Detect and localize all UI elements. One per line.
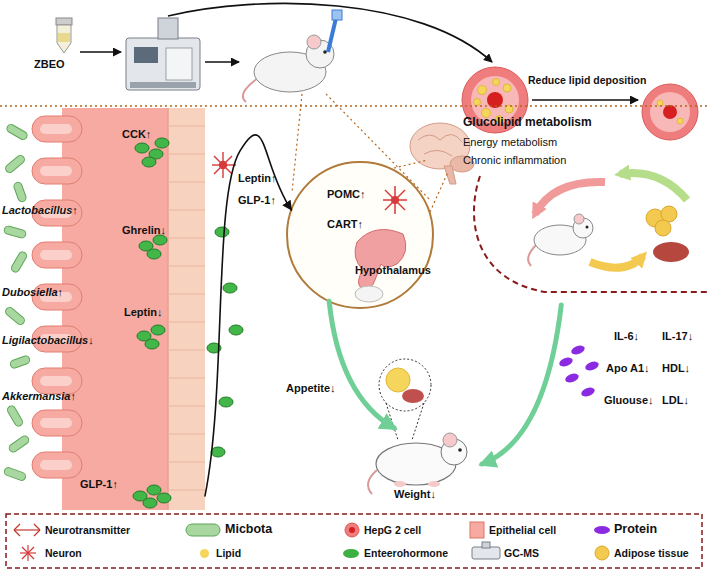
text-label: IL-17↓ [662,330,693,343]
legend-frame [6,514,702,568]
text-label: LDL↓ [662,394,689,407]
text-label: Gluouse↓ [604,394,654,407]
legend-text: Micbota [225,522,272,536]
text-label: GLP-1↑ [238,194,276,207]
outcome-text: Weight↓ [394,488,436,501]
process-text: Energy metabolism [463,136,557,149]
text-label: Dubosiella↑ [2,286,63,299]
hypothalamus-circle: POMC↑ CART↑ Hypothalamus [285,160,435,310]
gut-panel: CCK↑ Ghrelin↓ Leptin↓ GLP-1↑ [0,108,205,510]
peptide-text: Hypothalamus [355,264,431,277]
mouse-weight: Weight↓ [360,428,482,508]
mouse-gavage [243,10,342,102]
text-label: IL-6↓ [614,330,639,343]
process-text: Glucolipid metabolism [463,116,592,130]
section-divider [0,105,708,107]
legend-text: Epithelial cell [489,524,556,536]
flow-arrow [205,61,239,63]
process-text: Chronic inflammation [463,154,566,167]
flow-arrow [80,51,121,53]
gut-bacteria [3,123,30,481]
legend-swatch [343,549,359,558]
text-label: ZBEO [34,58,65,71]
flow-arrow [532,99,638,101]
legend-swatch [594,526,610,534]
legend-text: GC-MS [504,547,539,559]
neuron-icon [212,152,236,178]
connector-arrow [482,305,561,464]
legend-text: Neuron [45,547,82,559]
legend-icons [14,522,609,561]
text-label: Akkermansia↑ [2,390,76,403]
text-label: Reduce lipid deposition [528,74,646,86]
hypothalamus-circle-outline [285,160,435,310]
hormone-text: Ghrelin↓ [122,224,166,237]
text-label: Lactobacillus↑ [2,204,78,217]
text-label: HDL↓ [662,362,690,375]
legend-text: Neurotransmitter [45,524,130,536]
protein-dots [558,344,600,398]
legend-text: Lipid [216,547,241,559]
hormone-text: Leptin↓ [124,306,163,319]
legend-swatch [200,549,209,558]
text-label: Leptin↑ [238,172,277,185]
flow-arrow [168,3,492,62]
hormone-clusters [133,138,243,508]
legend-text: Protein [614,522,657,536]
connector-arrow [329,301,394,428]
brain-icon [410,123,474,184]
text-label: Apo A1↓ [606,362,650,375]
peptide-text: CART↑ [327,218,363,231]
legend-text: HepG 2 cell [364,524,421,536]
text-label: Appetite↓ [286,382,336,395]
organ-callout [379,359,431,440]
hormone-text: GLP-1↑ [80,478,118,491]
gcms-instrument [126,18,200,90]
legend-text: Enteerohormone [364,547,448,559]
text-label: Ligilactobacillus↓ [2,334,94,347]
sample-tube [56,18,72,53]
hepg2-cell-after [642,84,698,140]
intestine-wall [32,108,205,510]
connector-arrow [205,135,291,496]
metabolism-region: Glucolipid metabolismEnergy metabolismCh… [455,110,708,305]
legend-text: Adipose tissue [614,547,689,559]
hormone-text: CCK↑ [122,128,151,141]
peptide-text: POMC↑ [327,188,366,201]
